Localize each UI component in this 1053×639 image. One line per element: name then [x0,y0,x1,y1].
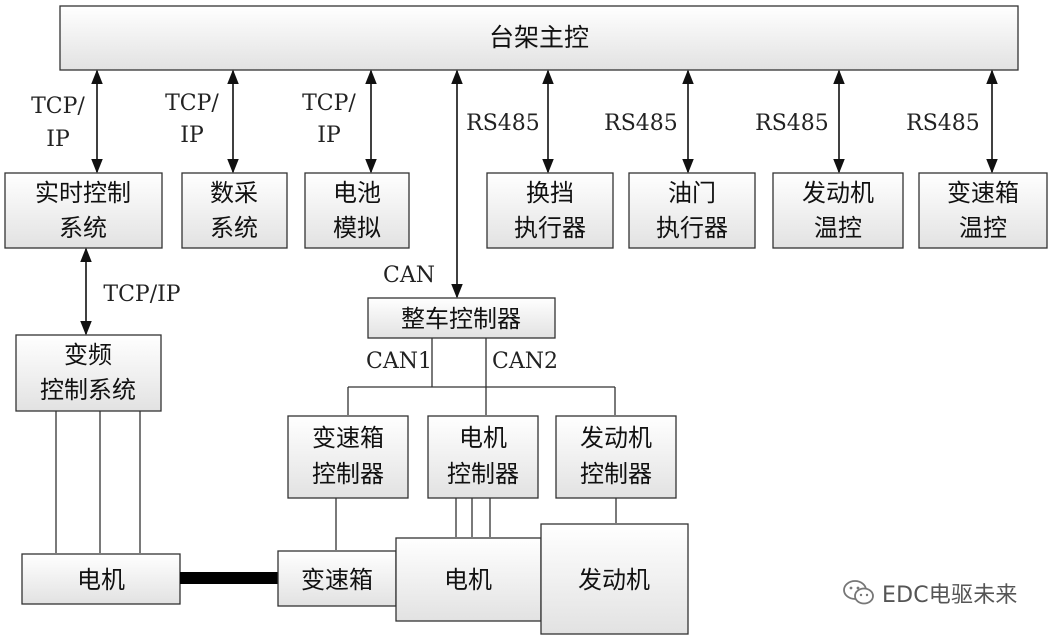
engine-controller-box: 发动机控制器 [555,415,677,499]
protocol-rs485-throttle: RS485 [604,111,678,136]
engine-box: 发动机 [540,523,689,635]
middle-motor-label: 电机 [444,566,492,594]
engine-temp-label: 发动机温控 [802,179,874,242]
battery-sim-label: 电池模拟 [333,179,381,242]
gearbox-temp-label: 变速箱温控 [947,179,1019,242]
protocol-tcp-battery: TCP/IP [302,91,356,148]
watermark-text: EDC电驱未来 [882,583,1018,608]
gearbox-label: 变速箱 [301,566,373,594]
controller-device-wires [335,498,617,550]
daq-system-label: 数采系统 [210,179,258,242]
protocol-can: CAN [383,263,435,288]
protocol-tcp-vfd: TCP/IP [103,282,180,307]
vfd-control-label: 变频控制系统 [40,341,136,404]
vcu-label: 整车控制器 [401,305,521,333]
engine-label: 发动机 [578,566,650,594]
protocol-can1: CAN1 [366,349,432,374]
gearbox-box: 变速箱 [277,550,397,607]
protocol-tcp-daq: TCP/IP [165,91,219,148]
gearbox-temp-box: 变速箱温控 [918,172,1048,249]
watermark: EDC电驱未来 [842,576,1018,610]
daq-system-box: 数采系统 [181,172,288,249]
master-controller-box: 台架主控 [59,5,1019,71]
protocol-tcp-rt: TCP/IP [31,94,85,152]
throttle-actuator-box: 油门执行器 [628,172,756,249]
protocol-rs485-shift: RS485 [466,111,540,136]
master-controller-label: 台架主控 [489,23,589,52]
shift-actuator-box: 换挡执行器 [486,172,614,249]
gearbox-controller-box: 变速箱控制器 [287,415,409,499]
protocol-labels: TCP/IP TCP/IP TCP/IP RS485 RS485 RS485 R… [31,91,980,152]
realtime-control-box: 实时控制系统 [4,172,163,249]
left-motor-label: 电机 [77,566,125,594]
vcu-box: 整车控制器 [367,297,556,339]
master-links [91,69,998,299]
motor-controller-label: 电机控制器 [447,424,519,488]
vfd-motor-wires [55,411,141,553]
battery-sim-box: 电池模拟 [304,172,410,249]
shift-actuator-label: 换挡执行器 [514,179,586,242]
can-bus-wires [347,338,616,415]
gearbox-controller-label: 变速箱控制器 [312,424,384,488]
protocol-rs485-gearbox-temp: RS485 [906,111,980,136]
throttle-actuator-label: 油门执行器 [656,179,728,242]
realtime-control-label: 实时控制系统 [35,179,131,242]
vfd-control-box: 变频控制系统 [15,334,162,412]
engine-controller-label: 发动机控制器 [580,424,652,488]
wechat-icon [843,580,874,605]
engine-temp-box: 发动机温控 [772,172,904,249]
protocol-can2: CAN2 [492,349,558,374]
left-motor-box: 电机 [21,553,181,605]
drive-shaft [180,572,278,584]
middle-motor-box: 电机 [395,537,542,622]
protocol-rs485-engine-temp: RS485 [755,111,829,136]
motor-controller-box: 电机控制器 [427,415,539,499]
